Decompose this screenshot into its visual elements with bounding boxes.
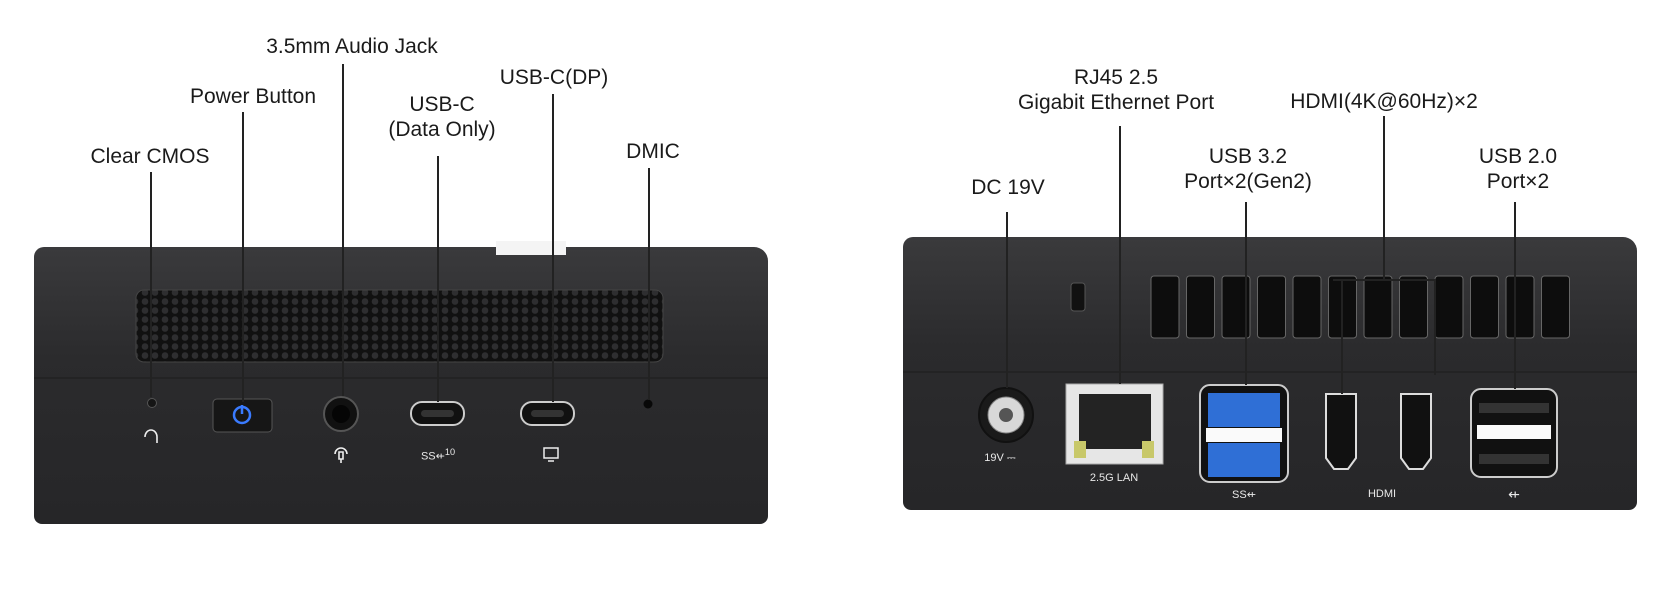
vent-slot: [1434, 275, 1464, 339]
vent-slot: [1257, 275, 1286, 339]
leader-rj45: [1119, 126, 1121, 384]
label-dc: DC 19V: [971, 176, 1045, 199]
reset-icon: [144, 429, 158, 443]
label-clear-cmos: Clear CMOS: [90, 145, 210, 168]
vent-slot: [1470, 275, 1499, 339]
label-usbc-data-line1: USB-C: [409, 93, 475, 116]
label-usbc-dp: USB-C(DP): [499, 66, 609, 89]
dc-mark: 19V ⎓: [984, 452, 1016, 464]
hdmi-port-2: [1400, 393, 1432, 470]
clear-cmos-hole: [147, 398, 157, 408]
label-rj45-line1: RJ45 2.5: [1073, 66, 1159, 89]
label-usb32-line1: USB 3.2: [1208, 145, 1288, 168]
leader-hdmi-bracket: [1333, 279, 1434, 281]
vent-slot: [1328, 275, 1357, 339]
vent-slot: [1363, 275, 1393, 339]
vent-slot: [1541, 275, 1570, 339]
label-usb32-line2: Port×2(Gen2): [1184, 170, 1312, 193]
vent-slot: [1399, 275, 1428, 339]
label-usb20-line2: Port×2: [1486, 170, 1550, 193]
label-usbc-data: USB-C(Data Only): [388, 92, 495, 142]
label-usb20-line1: USB 2.0: [1478, 145, 1558, 168]
leader-usbc-dp: [552, 94, 554, 402]
front-vent-grille: [135, 289, 664, 363]
label-rj45-line2: Gigabit Ethernet Port: [1017, 91, 1215, 114]
leader-usb32: [1245, 202, 1247, 385]
leader-hdmi-1: [1341, 279, 1343, 394]
hdmi-port-1: [1325, 393, 1357, 470]
headset-mic-icon: [334, 447, 348, 463]
leader-dc: [1006, 212, 1008, 388]
label-dmic: DMIC: [626, 140, 680, 163]
vent-slot: [1292, 275, 1322, 339]
usb-superspeed-10-icon: SS⇷10: [420, 447, 456, 463]
dmic-hole: [643, 399, 653, 409]
display-icon: [543, 447, 559, 459]
vent-slot: [1150, 275, 1180, 339]
label-hdmi: HDMI(4K@60Hz)×2: [1290, 90, 1478, 113]
label-power-button: Power Button: [189, 85, 317, 108]
vent-slot: [1186, 275, 1215, 339]
label-audio-jack: 3.5mm Audio Jack: [266, 35, 438, 58]
leader-dmic: [648, 168, 650, 400]
leader-usbc-data: [437, 156, 439, 402]
leader-audio-jack: [342, 64, 344, 396]
hdmi-mark: HDMI: [1367, 488, 1397, 500]
leader-hdmi: [1383, 116, 1385, 279]
usbc-speed-mark: 10: [444, 447, 456, 457]
lan-mark: 2.5G LAN: [1089, 472, 1139, 484]
leader-hdmi-2: [1434, 279, 1436, 375]
vent-slot: [1505, 275, 1535, 339]
kensington-lock: [1070, 282, 1086, 312]
leader-power-button: [242, 112, 244, 402]
label-usbc-data-line2: (Data Only): [388, 118, 496, 141]
usb-superspeed-icon: SS⇷: [1232, 489, 1256, 501]
vent-slot: [1221, 275, 1251, 339]
usb-icon: ⇷: [1508, 486, 1520, 502]
leader-clear-cmos: [150, 172, 152, 397]
leader-usb20: [1514, 202, 1516, 389]
top-sticker: [496, 241, 566, 255]
